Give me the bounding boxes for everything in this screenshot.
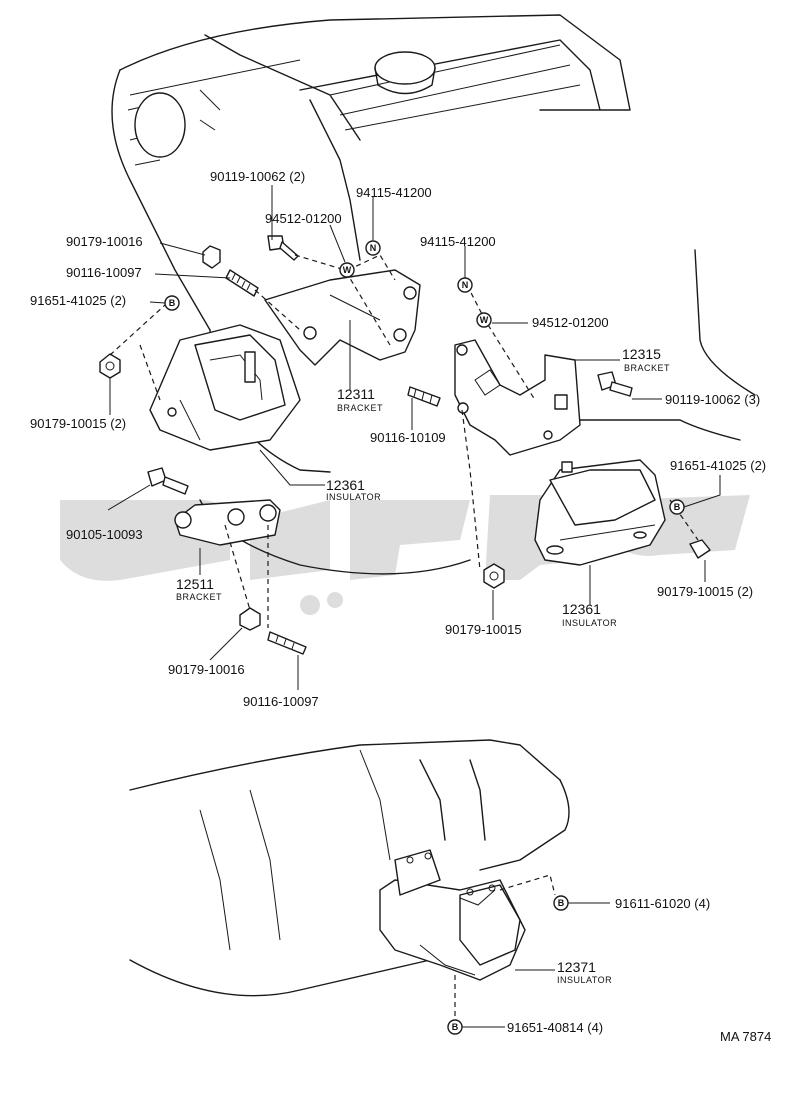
label-12511: 12511: [176, 576, 214, 592]
label-12361-a-sub: INSULATOR: [326, 492, 381, 502]
label-94512-01200-b: 94512-01200: [532, 315, 609, 330]
label-90105-10093: 90105-10093: [66, 527, 143, 542]
engine-block-illustration: [111, 14, 756, 575]
svg-text:B: B: [558, 898, 565, 908]
symbol-b-4: B: [447, 1019, 463, 1035]
fasteners-left: [99, 235, 307, 655]
label-12361-a: 12361: [326, 477, 365, 493]
label-94115-41200-a: 94115-41200: [356, 185, 432, 200]
label-94512-01200-a: 94512-01200: [265, 211, 342, 226]
label-90179-10015: 90179-10015: [445, 622, 522, 637]
label-90116-10109: 90116-10109: [370, 430, 446, 445]
svg-text:W: W: [343, 265, 352, 275]
label-12371-sub: INSULATOR: [557, 975, 612, 985]
label-12315: 12315: [622, 346, 661, 362]
label-12361-b: 12361: [562, 601, 601, 617]
symbol-n-1: N: [365, 240, 381, 256]
label-90119-10062-3: 90119-10062 (3): [665, 392, 760, 407]
label-91611-61020-4: 91611-61020 (4): [615, 896, 710, 911]
label-94115-41200-b: 94115-41200: [420, 234, 496, 249]
bracket-12511: [174, 499, 281, 546]
symbol-w-2: W: [476, 312, 492, 328]
svg-text:N: N: [462, 280, 469, 290]
label-12361-b-sub: INSULATOR: [562, 618, 617, 628]
label-90179-10015-2b: 90179-10015 (2): [657, 584, 753, 599]
label-91651-40814-4: 91651-40814 (4): [507, 1020, 603, 1035]
symbol-w-1: W: [339, 262, 355, 278]
svg-text:W: W: [480, 315, 489, 325]
insulator-12361-left: [149, 324, 301, 451]
symbol-n-2: N: [457, 277, 473, 293]
part-labels: 90119-10062 (2) 94115-41200 94512-01200 …: [30, 169, 771, 1044]
label-90119-10062-2: 90119-10062 (2): [210, 169, 305, 184]
bracket-12315: [454, 339, 581, 456]
label-90179-10016-b: 90179-10016: [168, 662, 245, 677]
svg-text:N: N: [370, 243, 377, 253]
symbol-b-3: B: [553, 895, 569, 911]
label-90179-10016-a: 90179-10016: [66, 234, 143, 249]
symbol-b-2: B: [669, 499, 685, 515]
label-12511-sub: BRACKET: [176, 592, 222, 602]
label-12311: 12311: [337, 386, 375, 402]
svg-text:B: B: [452, 1022, 459, 1032]
leader-lines: [107, 185, 721, 1028]
label-90116-10097-a: 90116-10097: [66, 265, 142, 280]
transmission-illustration: [129, 739, 570, 997]
label-90179-10015-2a: 90179-10015 (2): [30, 416, 126, 431]
label-91651-41025-2a: 91651-41025 (2): [30, 293, 126, 308]
label-90116-10097-b: 90116-10097: [243, 694, 319, 709]
insulator-12361-right: [534, 459, 666, 566]
label-12311-sub: BRACKET: [337, 403, 383, 413]
diagram-code: MA 7874: [720, 1029, 771, 1044]
bracket-12311: [264, 269, 421, 366]
svg-text:B: B: [674, 502, 681, 512]
symbol-b-1: B: [164, 295, 180, 311]
label-91651-41025-2b: 91651-41025 (2): [670, 458, 766, 473]
svg-text:B: B: [169, 298, 176, 308]
label-12315-sub: BRACKET: [624, 363, 670, 373]
fasteners-right: [407, 371, 711, 589]
insulator-12371: [379, 849, 556, 1018]
label-12371: 12371: [557, 959, 596, 975]
